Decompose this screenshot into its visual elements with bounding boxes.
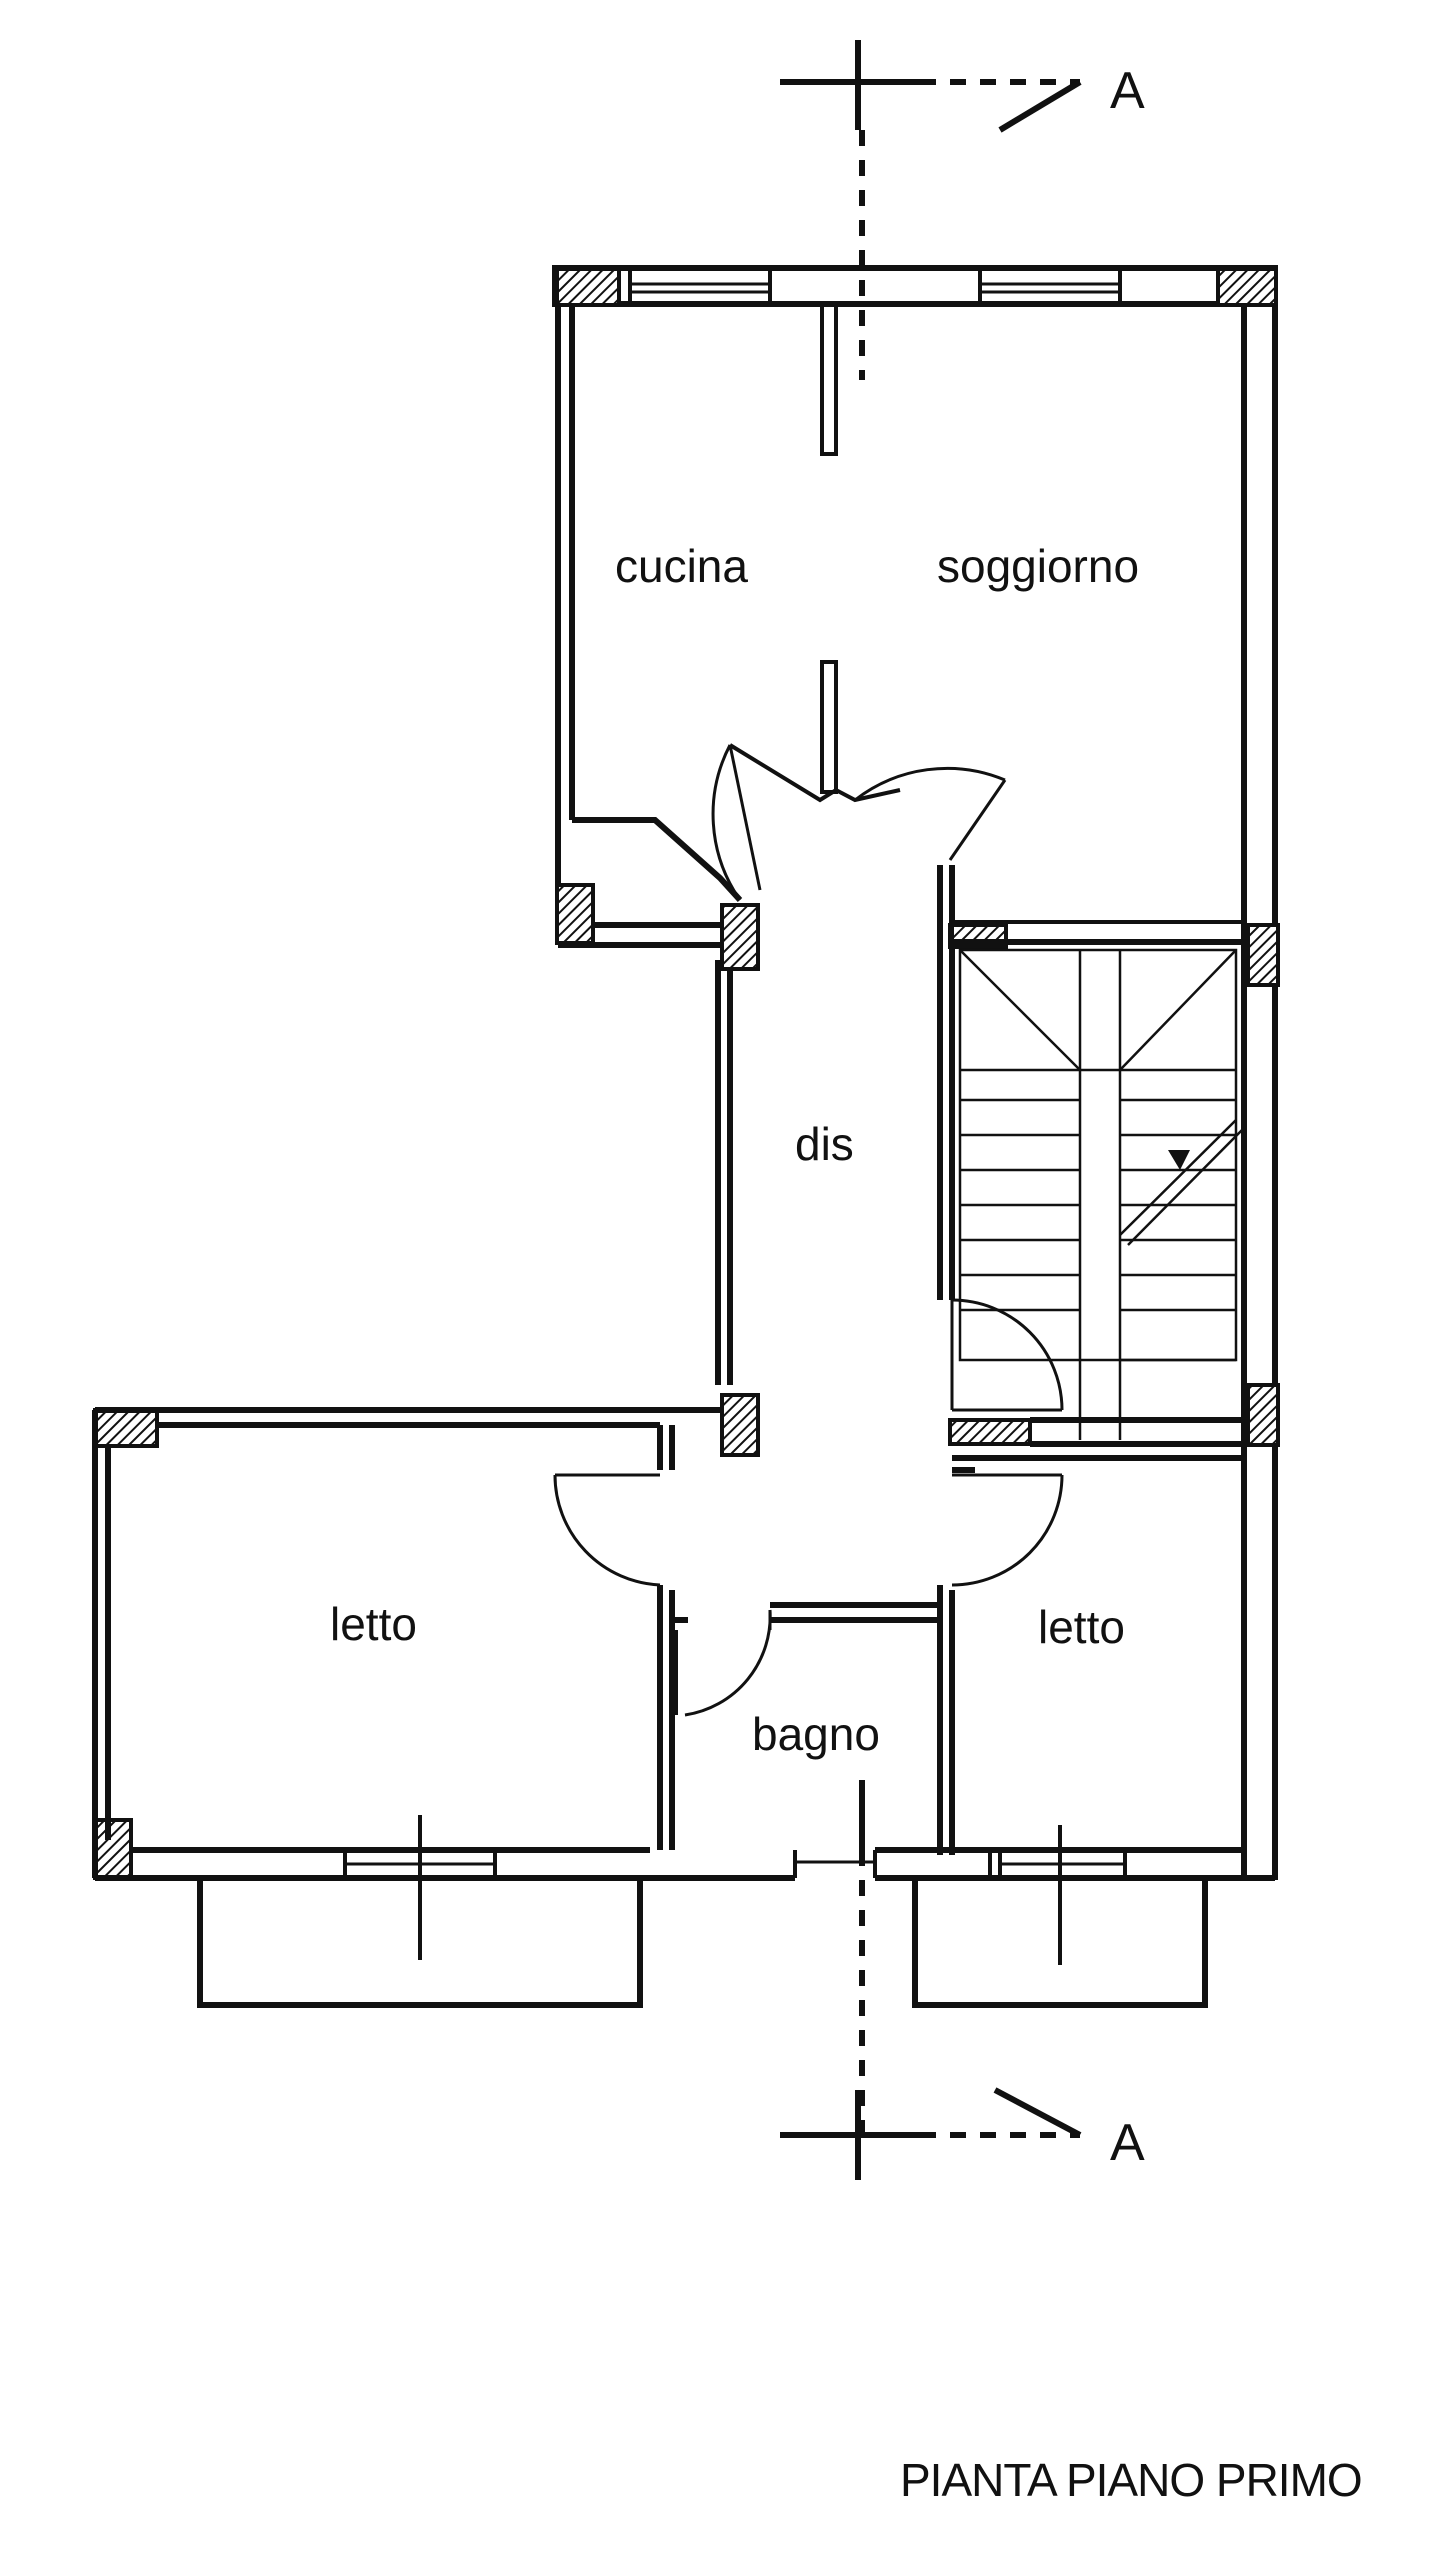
left-bedroom-walls (92, 1407, 795, 2008)
section-label-top: A (1110, 62, 1145, 120)
section-line-bottom (780, 1780, 1082, 2180)
stairwell (950, 920, 1246, 1447)
central-door (728, 743, 1007, 861)
bagno-door (684, 1609, 772, 1717)
left-bedroom-door (553, 1473, 661, 1587)
pillar (1216, 267, 1278, 307)
cucina-door (711, 744, 762, 901)
room-label-letto-right: letto (1038, 1601, 1125, 1653)
bagno-walls (672, 1585, 990, 1881)
pillar (720, 903, 760, 971)
right-bedroom-door (951, 1473, 1064, 1587)
room-label-bagno: bagno (752, 1708, 880, 1760)
pillar (93, 1408, 159, 1448)
upper-block-walls (552, 265, 1278, 1880)
room-label-soggiorno: soggiorno (937, 540, 1139, 592)
pillar (1246, 1383, 1280, 1447)
pillar (948, 1418, 1032, 1446)
plan-title: PIANTA PIANO PRIMO (900, 2454, 1362, 2506)
pillar (555, 883, 595, 945)
room-label-letto-left: letto (330, 1598, 417, 1650)
section-label-bottom: A (1110, 2114, 1145, 2172)
pillar (93, 1818, 133, 1880)
room-label-dis: dis (795, 1118, 854, 1170)
room-label-cucina: cucina (615, 540, 748, 592)
section-line-top (780, 40, 1082, 380)
right-bedroom-walls (912, 1455, 1275, 2008)
pillar (720, 1393, 760, 1457)
stair-door (950, 1298, 1064, 1412)
pillar (555, 267, 621, 307)
pillar (1246, 923, 1280, 987)
